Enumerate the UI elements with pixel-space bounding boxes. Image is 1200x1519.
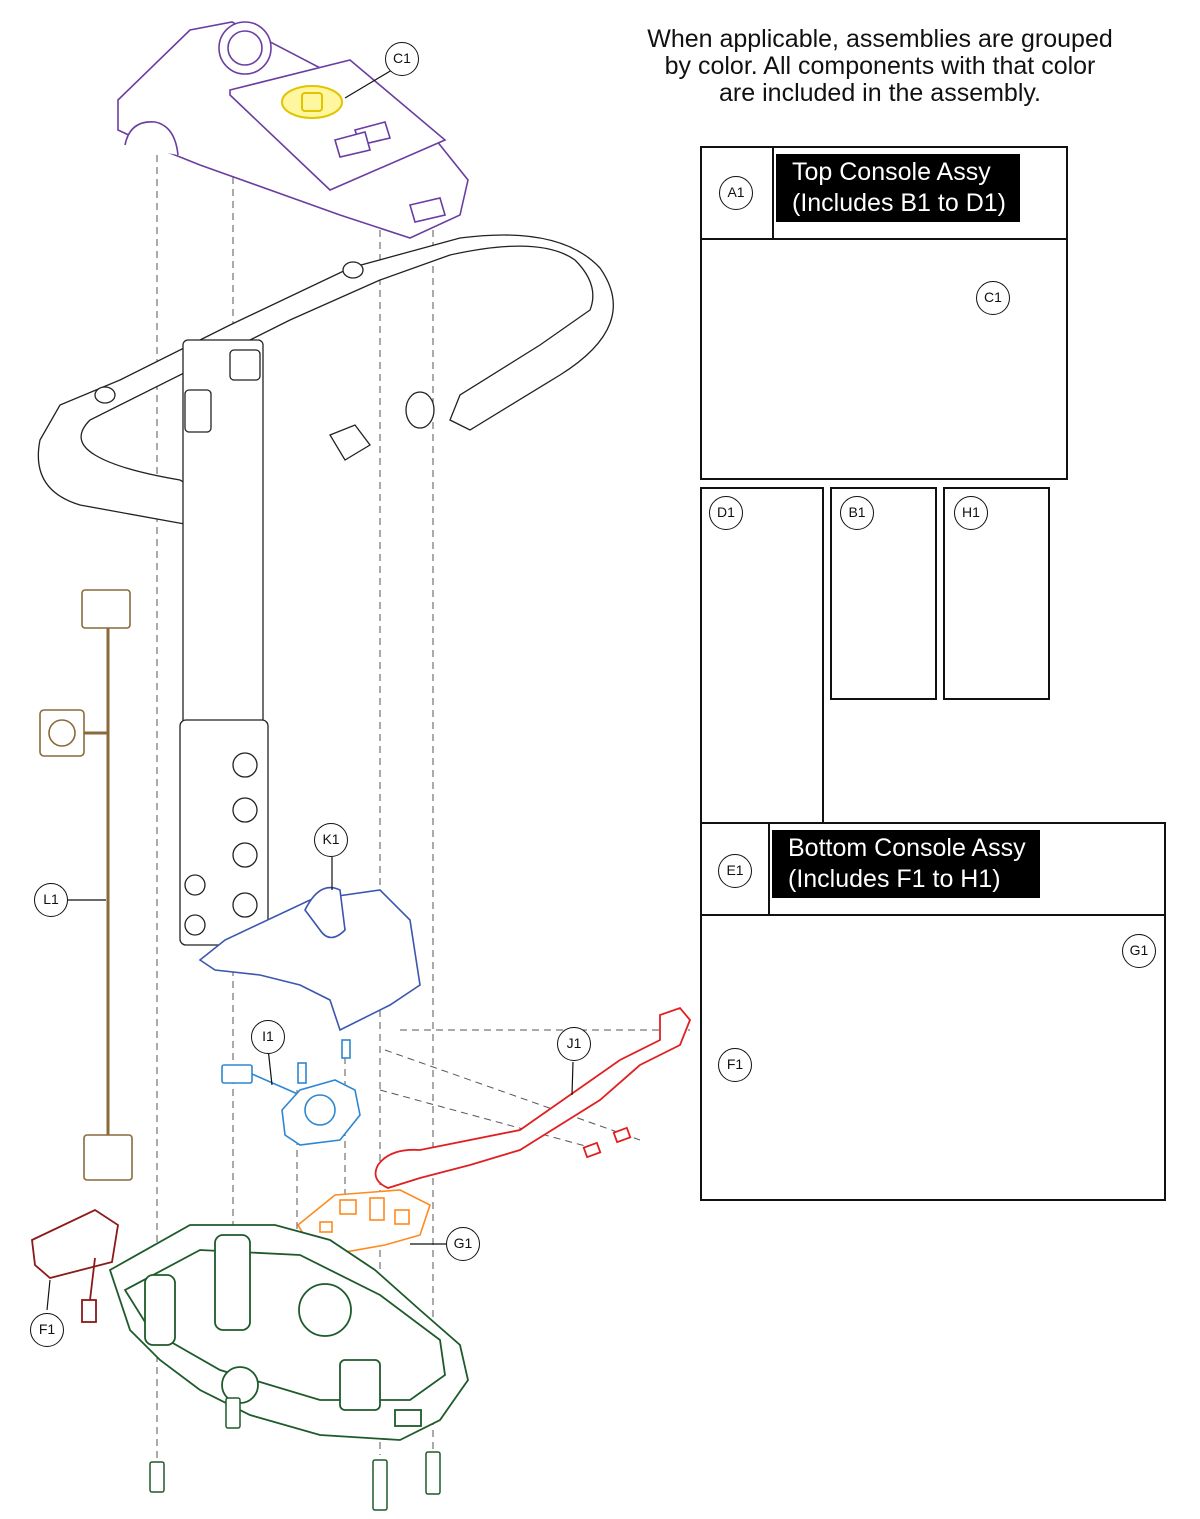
key-switch-part — [281, 85, 343, 119]
callout-g1-inset: G1 — [1122, 934, 1156, 968]
top-console-title-line1: Top Console Assy — [792, 158, 991, 186]
h1-part-box — [943, 487, 1050, 700]
callout-f1-main: F1 — [30, 1313, 64, 1347]
top-console-title-line2: (Includes B1 to D1) — [792, 189, 1006, 217]
note-line-3: are included in the assembly. — [719, 79, 1041, 107]
callout-c1-inset: C1 — [976, 281, 1010, 315]
color-grouping-note: When applicable, assemblies are grouped … — [600, 26, 1160, 107]
callout-g1-main: G1 — [446, 1227, 480, 1261]
top-console-assembly-header — [702, 148, 1066, 240]
callout-i1: I1 — [251, 1020, 285, 1054]
callout-l1: L1 — [34, 883, 68, 917]
d1-part-box — [700, 487, 824, 842]
headlight-part — [31, 1208, 119, 1323]
top-console-assembly-title: Top Console Assy (Includes B1 to D1) — [776, 154, 1020, 222]
callout-c1-main: C1 — [385, 42, 419, 76]
throttle-lever-part — [374, 1006, 692, 1189]
screws-part — [149, 1397, 441, 1511]
wiring-harness-part — [39, 589, 133, 1181]
callout-a1: A1 — [719, 176, 753, 210]
note-line-2: by color. All components with that color — [664, 52, 1096, 80]
callout-h1: H1 — [954, 496, 988, 530]
top-console-assembly-box: A1 Top Console Assy (Includes B1 to D1) — [700, 146, 1068, 480]
throttle-sensor-part — [221, 1039, 361, 1146]
tiller-handlebar-part — [37, 234, 614, 946]
top-console-part — [117, 21, 469, 239]
callout-k1: K1 — [314, 823, 348, 857]
callout-b1: B1 — [840, 496, 874, 530]
callout-d1: D1 — [709, 496, 743, 530]
bottom-console-part — [108, 1224, 469, 1441]
callout-j1: J1 — [557, 1027, 591, 1061]
bottom-console-assembly-title: Bottom Console Assy (Includes F1 to H1) — [772, 830, 1040, 898]
callout-f1-inset: F1 — [718, 1048, 752, 1082]
bottom-console-title-line2: (Includes F1 to H1) — [788, 865, 1001, 893]
bottom-console-assembly-header — [702, 824, 1164, 916]
callout-e1: E1 — [718, 854, 752, 888]
note-line-1: When applicable, assemblies are grouped — [647, 25, 1113, 53]
bottom-console-title-line1: Bottom Console Assy — [788, 834, 1026, 862]
bracket-part — [198, 886, 421, 1032]
bottom-console-assembly-box: E1 Bottom Console Assy (Includes F1 to H… — [700, 822, 1166, 1201]
